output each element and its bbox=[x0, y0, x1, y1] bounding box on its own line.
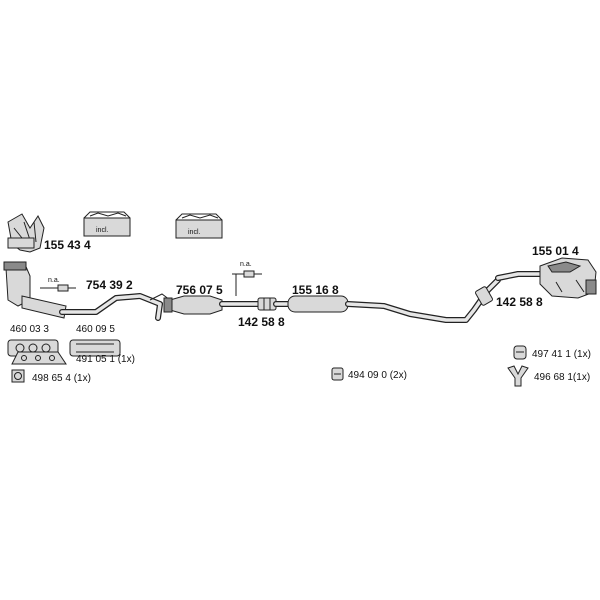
label-manifold: 155 43 4 bbox=[44, 238, 91, 252]
exhaust-manifold bbox=[7, 213, 45, 253]
front-catalyst bbox=[3, 261, 171, 321]
label-clamp-rear: 142 58 8 bbox=[496, 295, 543, 309]
lambda-sensor-1: n.a. bbox=[40, 277, 76, 292]
hanger-c-part bbox=[507, 365, 529, 387]
rear-silencer bbox=[495, 257, 597, 299]
label-gasket-c: 491 05 1 (1x) bbox=[76, 354, 135, 365]
center-catalyst bbox=[163, 295, 261, 315]
label-hanger-c: 496 68 1(1x) bbox=[534, 372, 590, 383]
lambda-sensor-2: n.a. bbox=[232, 261, 262, 296]
label-ring: 498 65 4 (1x) bbox=[32, 373, 91, 384]
na-label-2: n.a. bbox=[240, 261, 252, 268]
ring-part bbox=[11, 369, 25, 383]
label-rear-silencer: 155 01 4 bbox=[532, 244, 579, 258]
label-hanger-b: 497 41 1 (1x) bbox=[532, 349, 591, 360]
label-hanger-a: 494 09 0 (2x) bbox=[348, 370, 407, 381]
incl-box-2: incl. bbox=[175, 213, 223, 239]
hanger-b-part bbox=[513, 345, 527, 360]
na-label-1: n.a. bbox=[48, 277, 60, 284]
label-gasket-a: 460 03 3 bbox=[10, 324, 49, 335]
label-front-catalyst: 754 39 2 bbox=[86, 278, 133, 292]
hanger-a-part bbox=[331, 367, 344, 381]
incl-label-1: incl. bbox=[96, 227, 109, 234]
incl-label-2: incl. bbox=[188, 229, 201, 236]
label-gasket-b: 460 09 5 bbox=[76, 324, 115, 335]
gasket-b-part bbox=[69, 339, 121, 357]
gasket-c-part bbox=[11, 351, 67, 365]
clamp-rear bbox=[475, 286, 493, 306]
label-center-catalyst: 756 07 5 bbox=[176, 283, 223, 297]
label-middle-silencer: 155 16 8 bbox=[292, 283, 339, 297]
incl-box-1: incl. bbox=[83, 211, 131, 237]
label-clamp-mid: 142 58 8 bbox=[238, 315, 285, 329]
